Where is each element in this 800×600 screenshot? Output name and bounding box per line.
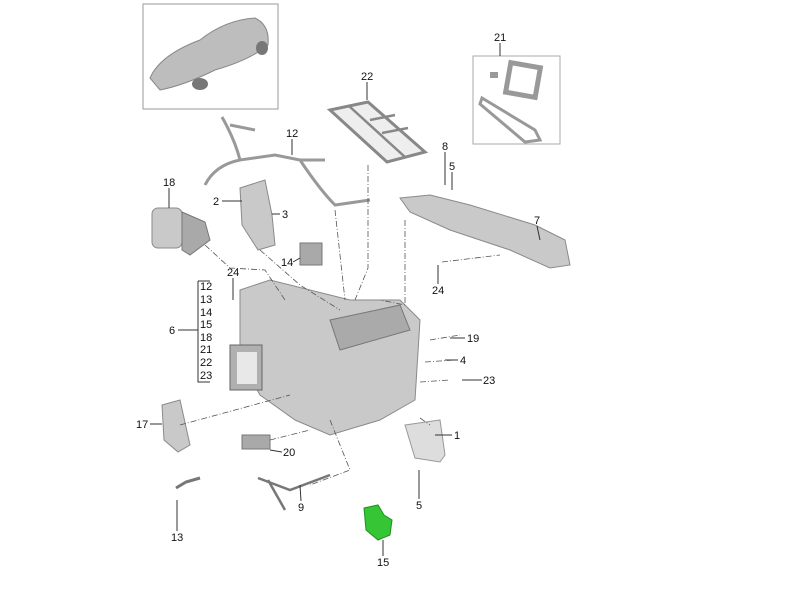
air-duct-7[interactable] [399,194,571,269]
group-item[interactable]: 23 [200,370,212,382]
wiring-harness-12[interactable] [203,116,371,207]
callout-9[interactable]: 9 [298,502,304,514]
actuator-20[interactable] [241,434,271,450]
callout-17[interactable]: 17 [136,419,148,431]
callout-12[interactable]: 12 [286,128,298,140]
callout-13[interactable]: 13 [171,532,183,544]
group-item[interactable]: 14 [200,307,212,319]
part-15-highlighted[interactable] [363,504,393,541]
group-list-6: 12 13 14 15 18 21 22 23 [200,281,212,382]
group-item[interactable]: 18 [200,332,212,344]
callout-8[interactable]: 8 [442,141,448,153]
control-unit-14[interactable] [299,242,323,266]
callout-22[interactable]: 22 [361,71,373,83]
hvac-housing-6[interactable] [229,279,421,436]
callout-3[interactable]: 3 [282,209,288,221]
seal-kit-box[interactable] [472,55,561,145]
sensor-line-9[interactable] [257,473,331,511]
group-item[interactable]: 13 [200,294,212,306]
air-duct-2[interactable] [239,179,276,251]
callout-21[interactable]: 21 [494,32,506,44]
callout-18[interactable]: 18 [163,177,175,189]
group-item[interactable]: 21 [200,344,212,356]
callout-20[interactable]: 20 [283,447,295,459]
callout-24[interactable]: 24 [227,267,239,279]
callout-15[interactable]: 15 [377,557,389,569]
callout-23[interactable]: 23 [483,375,495,387]
callout-6[interactable]: 6 [169,325,175,337]
callout-5[interactable]: 5 [416,500,422,512]
group-item[interactable]: 15 [200,319,212,331]
callout-1[interactable]: 1 [454,430,460,442]
callout-labels: 21 22 12 8 5 18 2 3 7 14 24 24 6 19 4 23… [136,32,540,569]
blower-motor-18[interactable] [151,207,211,256]
callout-19[interactable]: 19 [467,333,479,345]
trim-1[interactable] [404,419,446,463]
sensor-13[interactable] [175,476,201,490]
group-item[interactable]: 22 [200,357,212,369]
callout-5[interactable]: 5 [449,161,455,173]
callout-7[interactable]: 7 [534,215,540,227]
filter-frame-22[interactable] [326,100,429,164]
callout-14[interactable]: 14 [281,257,293,269]
group-item[interactable]: 12 [200,281,212,293]
callout-4[interactable]: 4 [460,355,466,367]
callout-2[interactable]: 2 [213,196,219,208]
callout-24[interactable]: 24 [432,285,444,297]
cover-17[interactable] [161,399,191,453]
vehicle-thumbnail[interactable] [142,3,279,110]
